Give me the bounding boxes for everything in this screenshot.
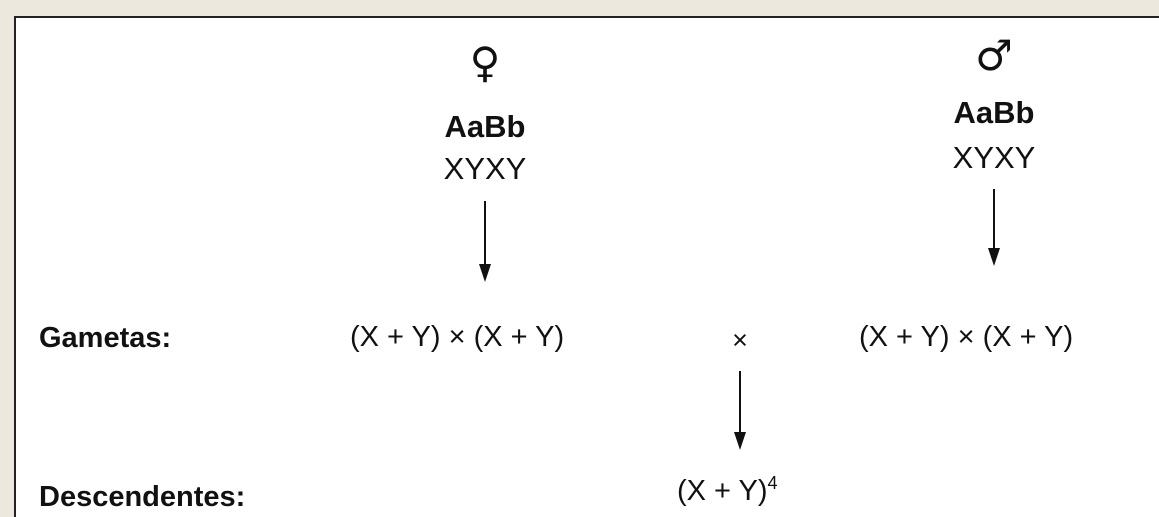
female-genotype: AaBb xyxy=(444,109,526,144)
diagram-panel: ♀ AaBb XYXY ♂ AaBb XYXY Gametas: Descend… xyxy=(14,16,1159,517)
male-chromosomes: XYXY xyxy=(952,140,1036,175)
arrows-layer xyxy=(479,189,1000,450)
female-down-arrow xyxy=(479,201,491,282)
male-down-arrow xyxy=(988,189,1000,266)
female-gametes: (X + Y) × (X + Y) xyxy=(350,321,565,353)
offspring-base: (X + Y) xyxy=(677,475,768,507)
offspring-down-arrow xyxy=(734,371,746,450)
male-gametes: (X + Y) × (X + Y) xyxy=(859,321,1074,353)
male-symbol: ♂ xyxy=(975,31,1013,80)
female-chromosomes: XYXY xyxy=(443,151,527,186)
female-symbol: ♀ xyxy=(469,38,501,87)
offspring-expression: (X + Y)4 xyxy=(677,474,778,507)
offspring-exponent: 4 xyxy=(767,473,778,493)
gametes-label: Gametas: xyxy=(39,322,172,354)
cross-sign: × xyxy=(732,325,748,355)
male-genotype: AaBb xyxy=(953,95,1035,130)
offspring-label: Descendentes: xyxy=(39,481,246,513)
